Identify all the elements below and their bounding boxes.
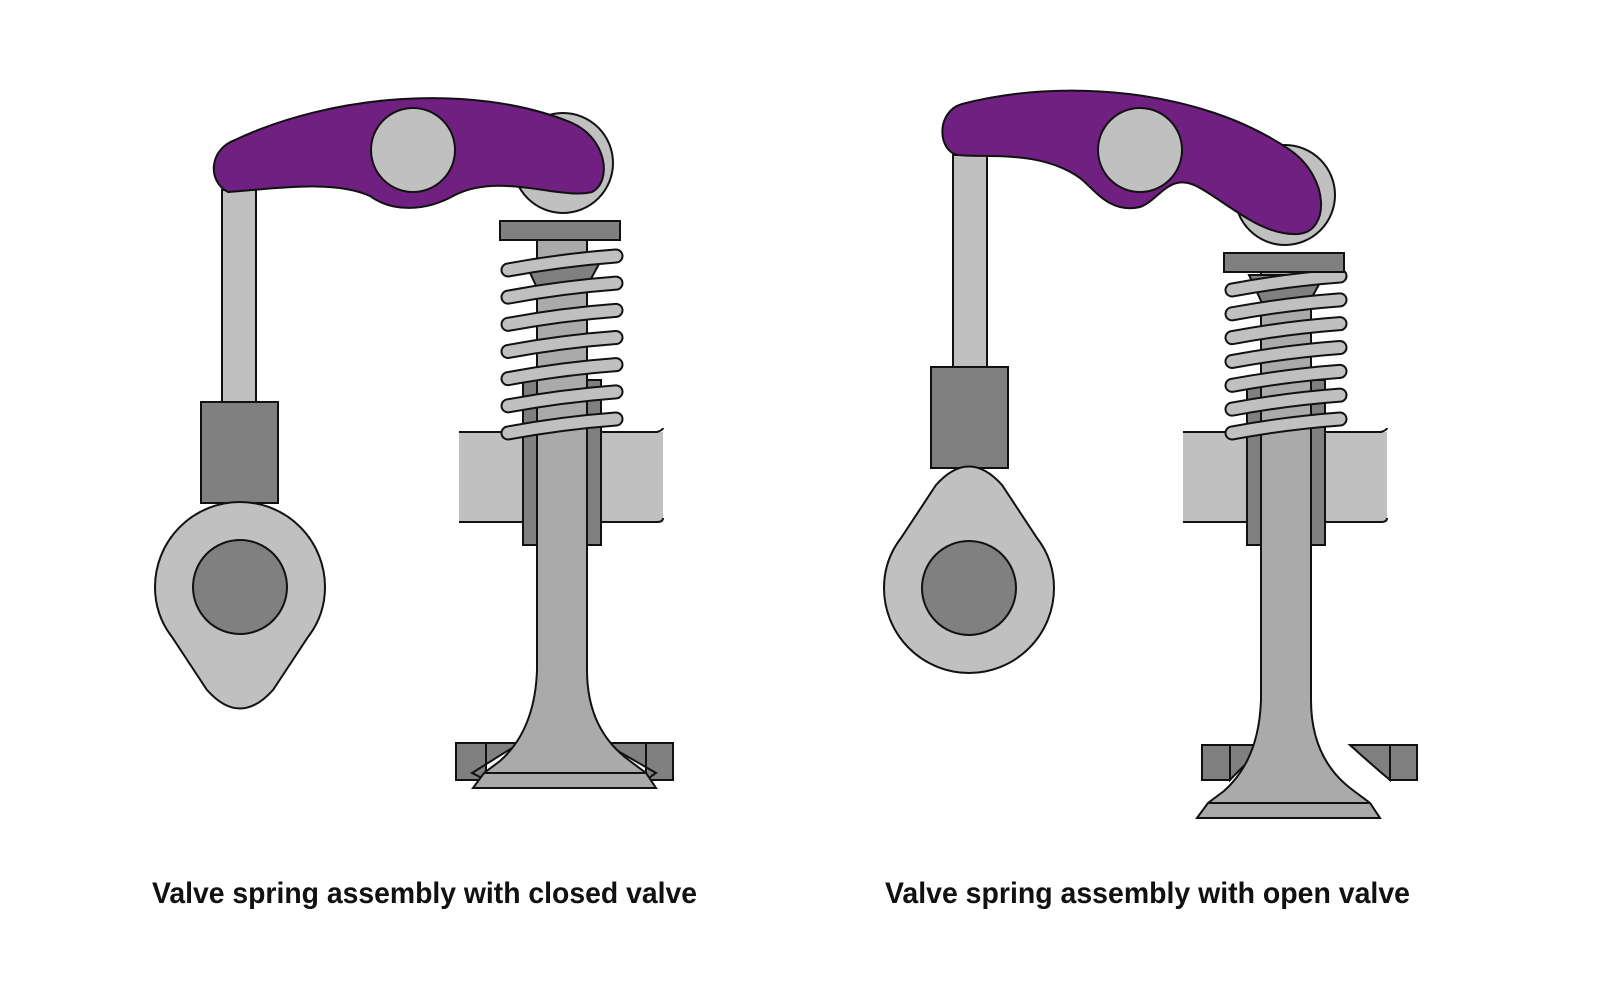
valve-seat-insert-right [600, 742, 658, 782]
valve-stem-and-head [1195, 269, 1382, 819]
valve-stem-and-head [471, 239, 658, 789]
valve-seat-insert-left [469, 742, 524, 782]
camshaft-center [921, 540, 1017, 636]
spring-coil [500, 384, 624, 414]
valve-seat-right [1389, 744, 1418, 781]
spring-retainer [1223, 252, 1345, 273]
spring-coil [500, 275, 624, 305]
spring-coil [500, 248, 624, 278]
spring-coil [500, 302, 624, 332]
caption-open-valve: Valve spring assembly with open valve [885, 877, 1410, 910]
valve-spring [500, 248, 624, 441]
rocker-pivot [1097, 107, 1183, 193]
lifter [930, 366, 1009, 469]
spring-coil [1224, 411, 1348, 441]
open-valve-assembly [882, 89, 1418, 819]
caption-closed-valve: Valve spring assembly with closed valve [152, 877, 697, 910]
closed-valve-assembly [153, 97, 674, 789]
lifter [200, 401, 279, 504]
valve-seat-insert-right [1347, 744, 1391, 783]
spring-retainer [499, 220, 621, 241]
pushrod [952, 154, 988, 368]
spring-coil [500, 330, 624, 359]
spring-coil [1224, 316, 1348, 346]
pushrod [221, 189, 257, 403]
spring-coil [500, 411, 624, 441]
camshaft-center [192, 539, 288, 635]
spring-coil [1224, 268, 1348, 298]
spring-coil [1224, 340, 1348, 369]
spring-coil [1224, 363, 1348, 393]
spring-coil [1224, 387, 1348, 417]
valve-guide-right [586, 379, 602, 546]
valve-seat-left [1201, 744, 1231, 781]
spring-coil [500, 357, 624, 387]
valve-spring [1224, 268, 1348, 441]
rocker-pivot [370, 107, 456, 193]
spring-coil [1224, 292, 1348, 322]
